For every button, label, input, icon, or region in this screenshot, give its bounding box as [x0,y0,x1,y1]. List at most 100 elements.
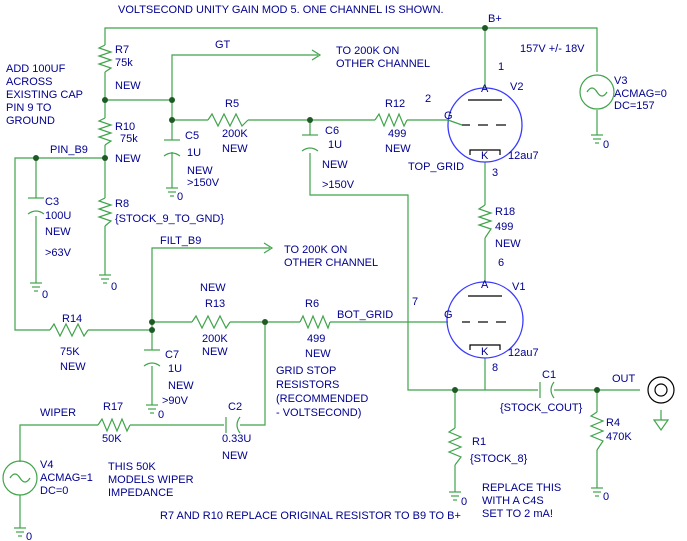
wiper-wire [19,424,98,462]
to-200k-b-line2: OTHER CHANNEL [284,257,378,269]
v1-a-label: A [481,279,489,291]
c4s-note-2: WITH A C4S [482,495,544,507]
ground-symbol [166,187,178,197]
r7-ref: R7 [115,44,129,56]
v1-k-label: K [481,346,489,358]
r8-value: {STOCK_9_TO_GND} [115,213,224,225]
r6-ref: R6 [305,298,319,310]
c3-body [27,197,45,215]
r7-value: 75k [115,57,133,69]
ground-label: 0 [603,491,609,503]
r13-value: 200K [202,333,228,345]
v1-ref: V1 [512,281,525,293]
c1-value: {STOCK_COUT} [500,402,583,414]
c2-right-wire [240,322,266,426]
filt-b9-wire [151,247,270,330]
ground-symbol [591,487,603,497]
v4-dc: DC=0 [40,485,68,497]
c6-note: NEW [322,159,348,171]
r17-ref: R17 [103,401,123,413]
r5-note: NEW [222,143,248,155]
v2-k-label: K [481,150,489,162]
r13-note-above: NEW [200,282,226,294]
gt-net-label: GT [215,39,231,51]
v2-pin-a: 1 [498,61,504,73]
r6-note: NEW [305,348,331,360]
v1-pin-g: 7 [412,296,418,308]
c3-value: 100U [45,210,71,222]
r10-note: NEW [115,153,141,165]
ground-triangle [652,410,670,432]
add-cap-note-1: ADD 100UF [6,63,66,75]
r12-body [374,112,408,128]
wiper-imp-note-3: IMPEDANCE [108,487,173,499]
c3-ref: C3 [45,196,59,208]
c6-k-wire [309,153,455,391]
r14-note: NEW [60,361,86,373]
c1-ref: C1 [542,369,556,381]
r12-note: NEW [385,143,411,155]
bottom-note: R7 AND R10 REPLACE ORIGINAL RESISTOR TO … [160,510,461,522]
v1-pin-k: 8 [492,362,498,374]
node-dots [33,25,600,393]
r14-value: 75K [60,346,80,358]
ground-symbol [591,134,603,144]
output-connector [647,376,675,404]
r12-value: 499 [388,128,406,140]
grid-stop-note-1: GRID STOP [276,365,336,377]
add-cap-note-4: PIN 9 TO [6,102,52,114]
c5-rating: >150V [187,177,220,189]
v4-source [2,460,38,496]
ground-symbol [449,491,461,501]
v1-pin-a: 6 [498,257,504,269]
add-cap-note-3: EXISTING CAP [6,89,83,101]
bplus-label: B+ [488,13,502,25]
r14-ref: R14 [62,313,82,325]
top-grid-label: TOP_GRID [408,161,464,173]
r1-ref: R1 [472,436,486,448]
v2-g-label: G [444,110,453,122]
v2-type: 12au7 [508,150,539,162]
r7-note: NEW [115,80,141,92]
grounds [14,134,670,537]
c6-rating: >150V [322,179,355,191]
r10-value: 75k [120,133,138,145]
c3-rating: >63V [45,247,72,259]
ground-label: 0 [111,281,117,293]
r6-value: 499 [307,333,325,345]
c2-note: NEW [222,450,248,462]
v4-ref: V4 [40,459,53,471]
tube-v2 [447,87,523,163]
r5-body [207,112,249,128]
schematic-title: VOLTSECOND UNITY GAIN MOD 5. ONE CHANNEL… [118,4,444,16]
r18-value: 499 [495,221,513,233]
v3-ref: V3 [614,75,627,87]
c5-body [163,139,181,158]
grid-stop-note-3: (RECOMMENDED [276,393,368,405]
v2-pin-k: 3 [492,167,498,179]
c2-body [225,416,241,434]
pin-b9-label: PIN_B9 [50,144,88,156]
r10-body [97,117,113,146]
r18-ref: R18 [495,206,515,218]
v2-ref: V2 [510,81,523,93]
r4-value: 470K [606,431,632,443]
r1-value: {STOCK_8} [470,453,528,465]
ground-symbol [99,274,111,284]
r18-note: NEW [495,238,521,250]
c1-body [539,381,555,399]
wires [14,27,640,528]
r13-body [191,314,231,330]
r8-body [97,197,113,227]
gt-wire [171,54,318,100]
c7-value: 1U [168,363,182,375]
r17-value: 50K [102,433,122,445]
c4s-note-3: SET TO 2 mA! [482,508,553,520]
tube-v1 [446,281,524,359]
sources [2,74,615,496]
bot-grid-label: BOT_GRID [337,309,393,321]
ground-label: 0 [177,191,183,203]
v2-a-label: A [481,83,489,95]
